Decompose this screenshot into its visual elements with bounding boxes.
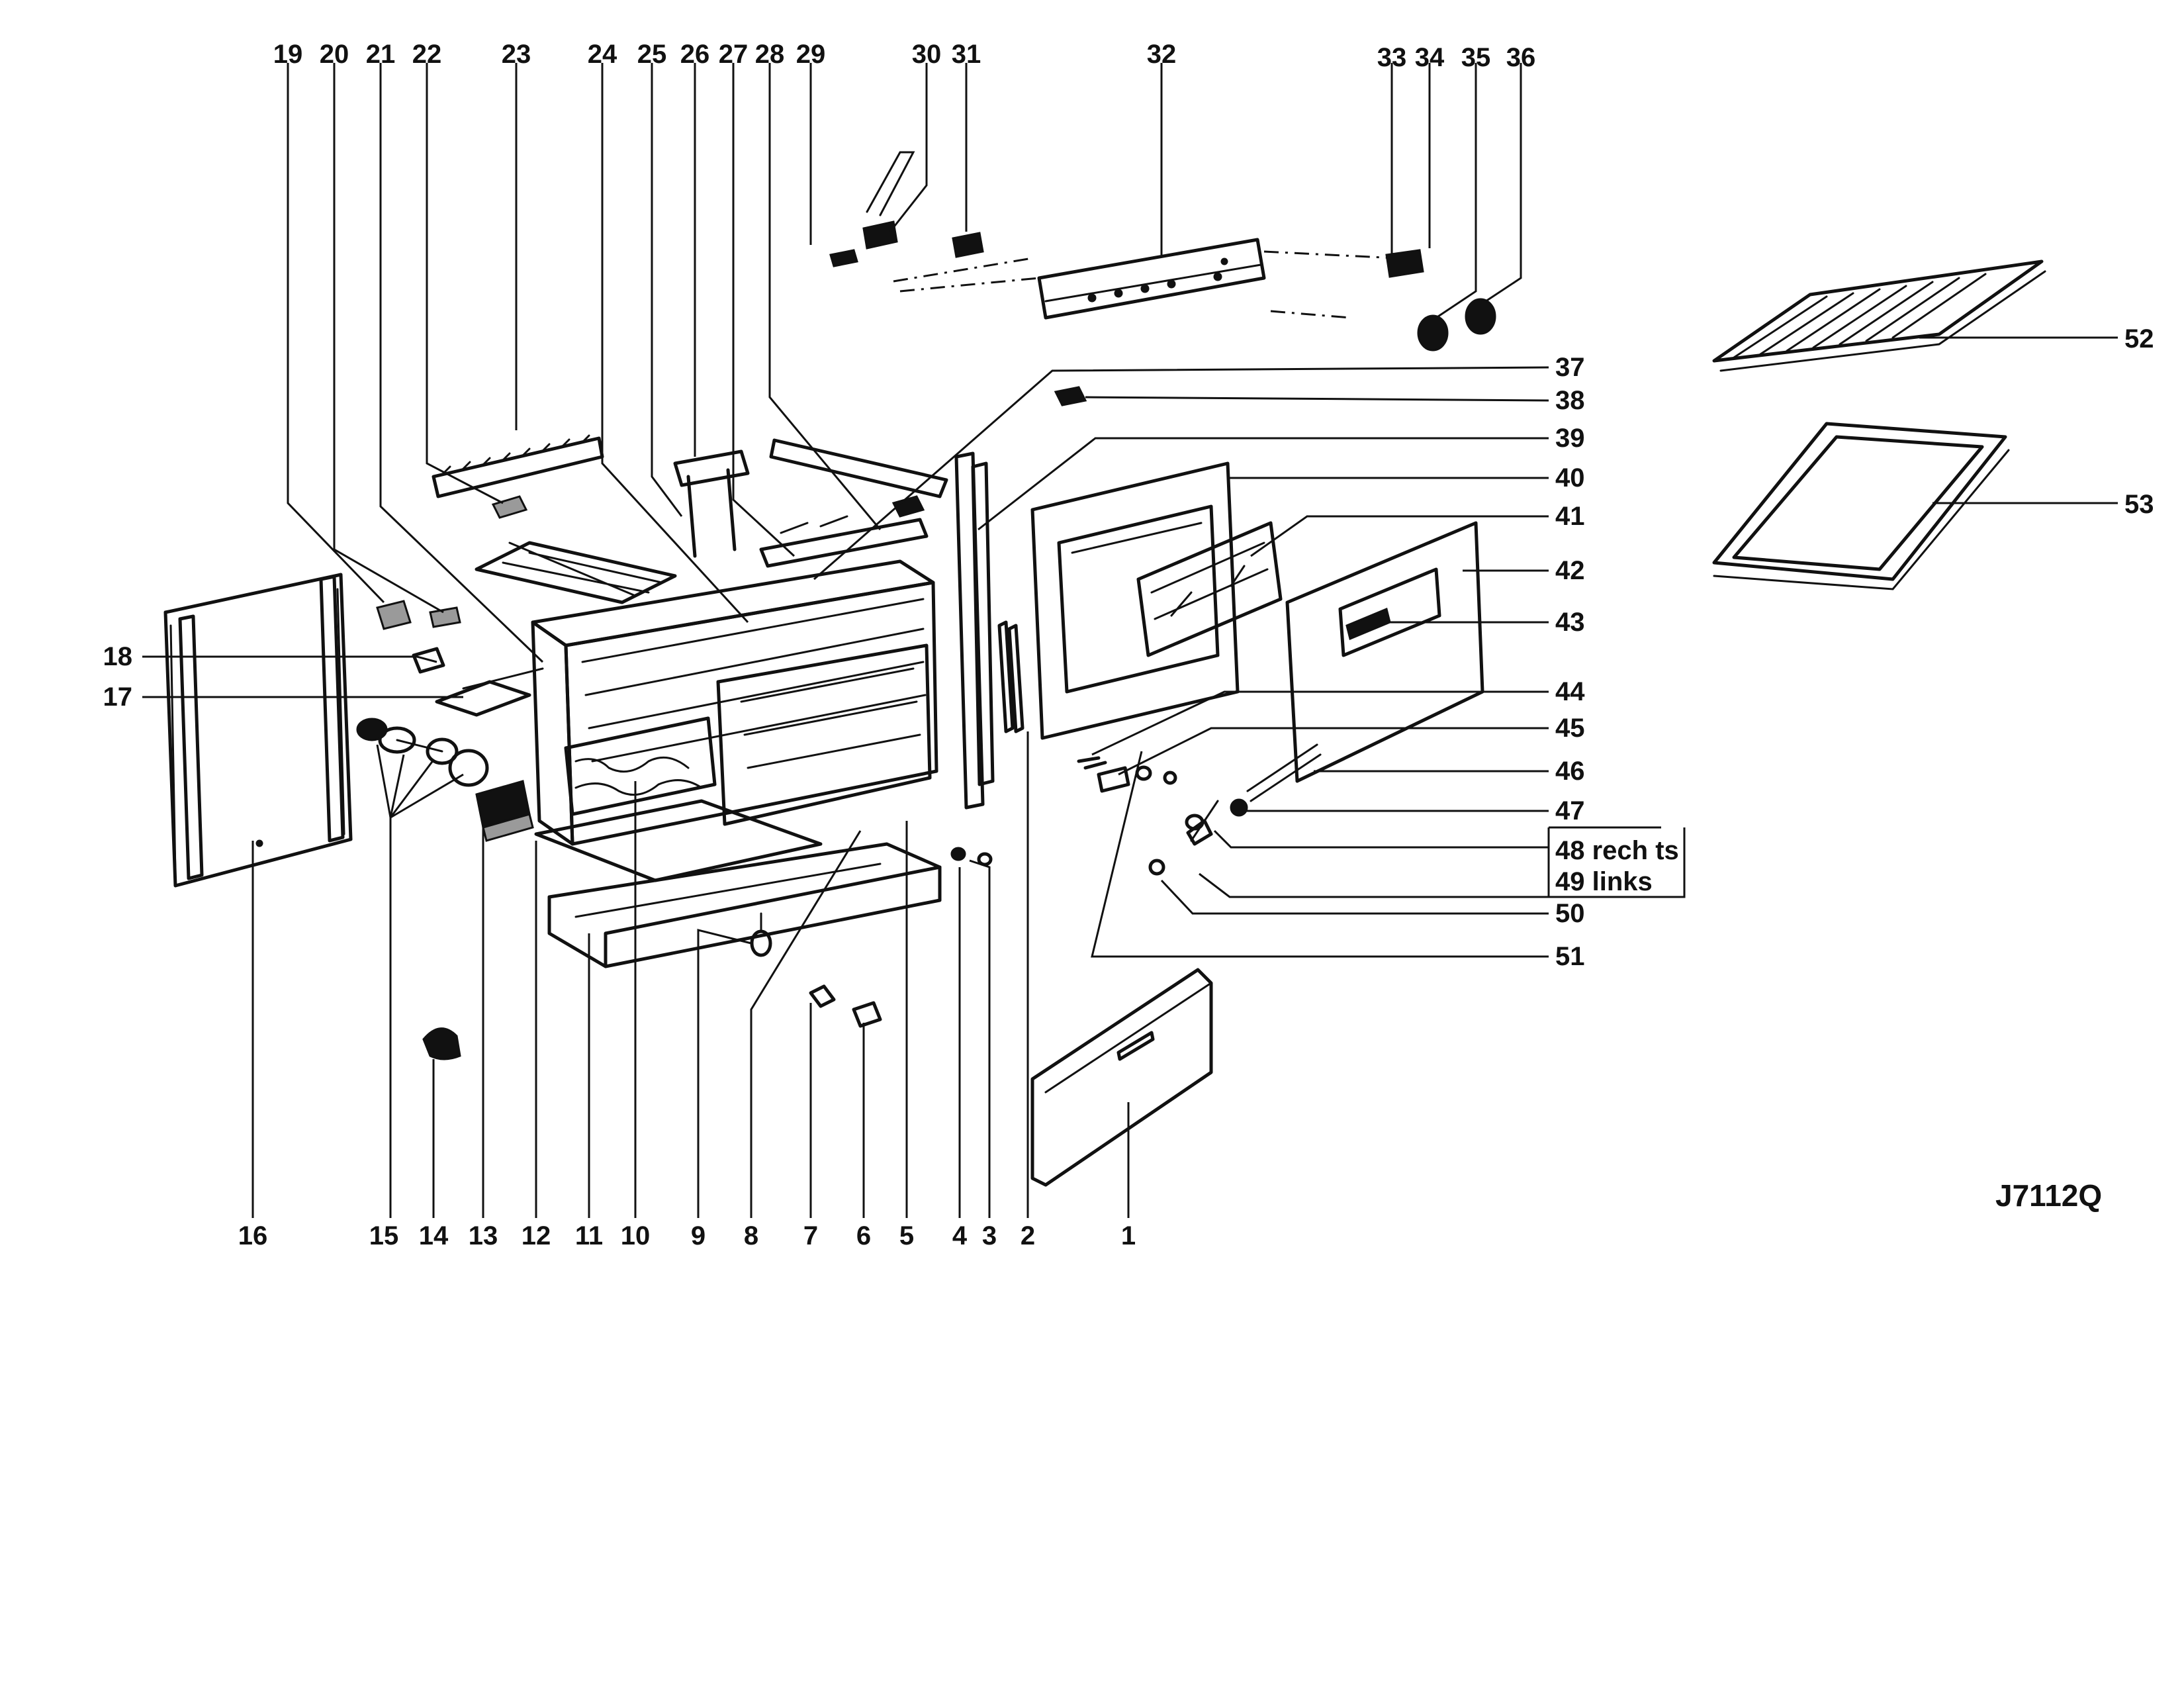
label-20: 20 [320, 40, 349, 69]
label-36: 36 [1506, 43, 1536, 72]
label-52: 52 [2124, 324, 2154, 353]
label-42: 42 [1555, 556, 1585, 585]
part-control-panel [893, 238, 1397, 320]
label-11: 11 [575, 1221, 603, 1250]
label-48-rechts: 48 rech ts [1555, 836, 1679, 865]
label-16: 16 [238, 1221, 268, 1250]
part-knob [422, 1027, 461, 1060]
label-21: 21 [366, 40, 396, 69]
part-switches [829, 151, 984, 267]
label-17: 17 [103, 682, 133, 712]
label-53: 53 [2124, 490, 2154, 519]
label-28: 28 [755, 40, 785, 69]
part-door-glass [1136, 521, 1283, 657]
part-burner-rail [432, 434, 604, 498]
label-23: 23 [502, 40, 531, 69]
label-46: 46 [1555, 757, 1585, 786]
part-grill-element [435, 541, 677, 717]
part-hinge-pin [950, 847, 993, 867]
part-terminal-block [475, 780, 534, 842]
label-group-trays: 52 53 [1919, 324, 2154, 519]
label-14: 14 [419, 1221, 449, 1250]
part-bottom-plate [534, 799, 823, 882]
label-30: 30 [912, 40, 942, 69]
label-39: 39 [1555, 424, 1585, 453]
label-41: 41 [1555, 502, 1585, 531]
label-31: 31 [952, 40, 981, 69]
label-1: 1 [1121, 1221, 1136, 1250]
label-10: 10 [621, 1221, 651, 1250]
label-37: 37 [1555, 353, 1585, 382]
label-12: 12 [522, 1221, 551, 1250]
label-45: 45 [1555, 714, 1585, 743]
part-lamp-assembly [356, 718, 489, 787]
label-26: 26 [680, 40, 710, 69]
label-27: 27 [719, 40, 749, 69]
label-7: 7 [803, 1221, 818, 1250]
part-brackets [809, 984, 882, 1028]
drawing-code: J7112Q [1995, 1178, 2102, 1213]
leader-lines [142, 63, 1686, 1218]
label-group-bottom: 16 15 14 13 12 11 10 9 8 7 6 5 4 3 2 1 [238, 1221, 1136, 1250]
label-51: 51 [1555, 942, 1585, 971]
label-38: 38 [1555, 386, 1585, 415]
label-3: 3 [982, 1221, 997, 1250]
part-control-knobs [1417, 298, 1496, 352]
part-side-panel [163, 573, 353, 888]
part-base-frame [547, 842, 942, 968]
part-outer-door [1285, 521, 1484, 783]
label-13: 13 [469, 1221, 498, 1250]
label-6: 6 [856, 1221, 871, 1250]
label-32: 32 [1147, 40, 1177, 69]
label-22: 22 [412, 40, 442, 69]
label-47: 47 [1555, 796, 1585, 825]
part-inner-door [1030, 461, 1240, 740]
part-hinge-hardware [1077, 743, 1322, 876]
label-50: 50 [1555, 899, 1585, 928]
label-29: 29 [796, 40, 826, 69]
part-insulation [564, 716, 717, 816]
label-34: 34 [1415, 43, 1445, 72]
label-35: 35 [1461, 43, 1491, 72]
label-19: 19 [273, 40, 303, 69]
label-8: 8 [744, 1221, 758, 1250]
label-24: 24 [588, 40, 617, 69]
label-group-right: 37 38 39 40 41 42 43 44 45 46 47 48 rech… [1555, 353, 1679, 971]
part-grill-rack [1712, 259, 2046, 372]
part-top-frame [673, 438, 948, 568]
part-baking-tray [1712, 422, 2010, 590]
label-5: 5 [899, 1221, 914, 1250]
label-18: 18 [103, 642, 133, 671]
part-small-fitting [1054, 386, 1087, 406]
label-group-top: 19 20 21 22 23 24 25 26 27 28 29 30 31 3… [273, 40, 1536, 72]
part-drawer-front [1030, 968, 1213, 1187]
label-group-left: 18 17 [103, 642, 133, 712]
part-selector-switch [1385, 249, 1424, 278]
label-25: 25 [637, 40, 667, 69]
label-49-links: 49 links [1555, 867, 1653, 896]
label-33: 33 [1377, 43, 1407, 72]
label-44: 44 [1555, 677, 1585, 706]
part-door-seals [954, 451, 1024, 810]
label-15: 15 [369, 1221, 399, 1250]
part-small-clips [376, 495, 528, 674]
label-43: 43 [1555, 608, 1585, 637]
label-2: 2 [1021, 1221, 1035, 1250]
label-40: 40 [1555, 463, 1585, 492]
part-oven-cavity [531, 559, 938, 846]
label-9: 9 [691, 1221, 705, 1250]
label-4: 4 [952, 1221, 968, 1250]
